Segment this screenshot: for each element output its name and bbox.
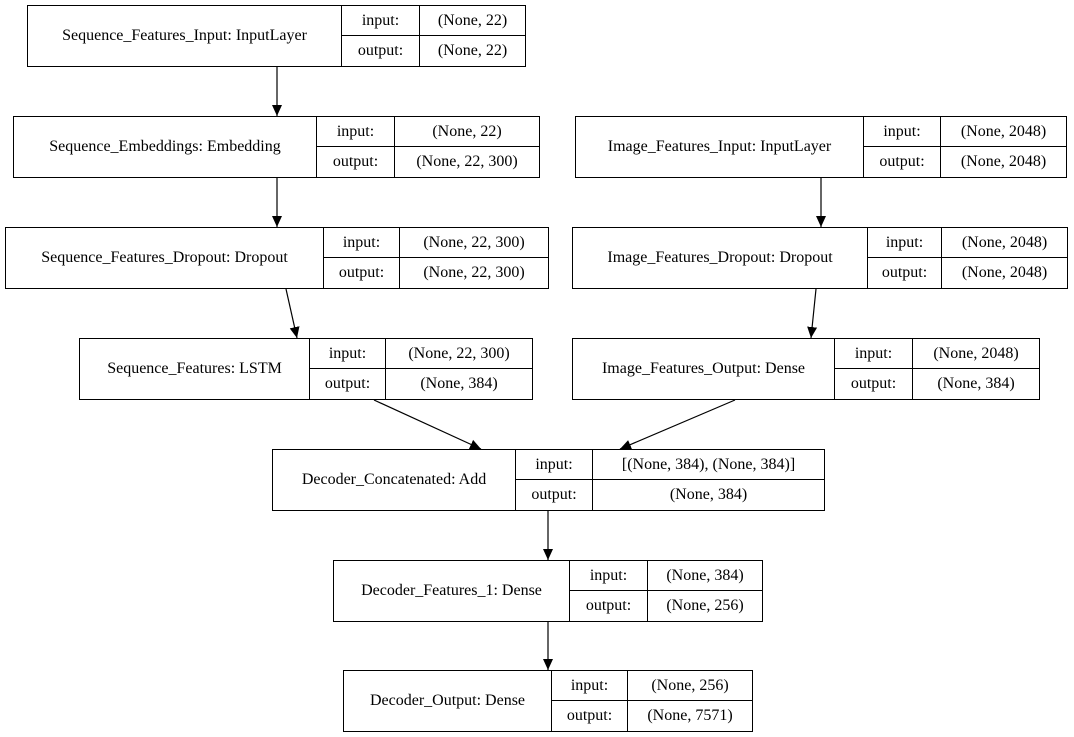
- output-port-label: output:: [585, 597, 632, 614]
- input-port-label: input:: [310, 339, 385, 369]
- edge-arrow-seq-lstm-to-concat: [373, 399, 482, 450]
- port-label-column: input: output:: [552, 671, 628, 731]
- output-shape: (None, 384): [937, 375, 1015, 392]
- shape-column: (None, 22, 300) (None, 384): [386, 339, 532, 399]
- edge-arrow-seq-dropout-to-seq-lstm: [285, 288, 300, 339]
- output-port-label: output:: [881, 264, 928, 281]
- layer-name: Sequence_Features_Dropout: Dropout: [6, 228, 324, 288]
- output-shape: (None, 2048): [961, 264, 1048, 281]
- input-port-label: input:: [835, 339, 912, 369]
- shape-column: (None, 22, 300) (None, 22, 300): [400, 228, 548, 288]
- layer-name: Sequence_Features: LSTM: [80, 339, 310, 399]
- output-shape: (None, 256): [666, 597, 744, 614]
- port-label-column: input: output:: [310, 339, 386, 399]
- shape-column: (None, 2048) (None, 2048): [941, 117, 1066, 177]
- output-port-label: output:: [566, 707, 613, 724]
- shape-column: (None, 256) (None, 7571): [628, 671, 752, 731]
- input-shape: (None, 256): [628, 671, 752, 701]
- output-shape: (None, 2048): [960, 153, 1047, 170]
- port-label-column: input: output:: [342, 6, 420, 66]
- edge-arrow-img-dense-to-concat: [619, 399, 736, 450]
- input-port-label: input:: [324, 228, 399, 258]
- port-label-column: input: output:: [570, 561, 648, 621]
- port-label-column: input: output:: [516, 450, 593, 510]
- input-shape: [(None, 384), (None, 384)]: [593, 450, 824, 480]
- output-shape: (None, 7571): [647, 707, 733, 724]
- output-shape: (None, 22, 300): [416, 153, 518, 170]
- input-port-label: input:: [552, 671, 627, 701]
- port-label-column: input: output:: [324, 228, 400, 288]
- shape-column: [(None, 384), (None, 384)] (None, 384): [593, 450, 824, 510]
- shape-column: (None, 22) (None, 22, 300): [395, 117, 539, 177]
- input-port-label: input:: [864, 117, 940, 147]
- output-port-label: output:: [324, 375, 371, 392]
- input-port-label: input:: [570, 561, 647, 591]
- output-port-label: output:: [850, 375, 897, 392]
- output-port-label: output:: [332, 153, 379, 170]
- port-label-column: input: output:: [835, 339, 913, 399]
- port-label-column: input: output:: [864, 117, 941, 177]
- port-label-column: input: output:: [317, 117, 395, 177]
- edge-arrow-img-dropout-to-img-dense: [807, 288, 818, 339]
- input-shape: (None, 22, 300): [386, 339, 532, 369]
- layer-name: Decoder_Concatenated: Add: [273, 450, 516, 510]
- output-port-label: output:: [357, 42, 404, 59]
- input-shape: (None, 22): [420, 6, 525, 36]
- input-port-label: input:: [342, 6, 419, 36]
- shape-column: (None, 2048) (None, 384): [913, 339, 1039, 399]
- output-shape: (None, 22): [437, 42, 508, 59]
- layer-name: Decoder_Features_1: Dense: [334, 561, 570, 621]
- shape-column: (None, 22) (None, 22): [420, 6, 525, 66]
- input-shape: (None, 2048): [942, 228, 1067, 258]
- input-port-label: input:: [868, 228, 941, 258]
- input-shape: (None, 2048): [941, 117, 1066, 147]
- output-shape: (None, 384): [420, 375, 498, 392]
- input-port-label: input:: [317, 117, 394, 147]
- output-port-label: output:: [338, 264, 385, 281]
- shape-column: (None, 384) (None, 256): [648, 561, 762, 621]
- output-shape: (None, 384): [669, 486, 748, 503]
- layer-name: Sequence_Features_Input: InputLayer: [28, 6, 342, 66]
- output-shape: (None, 22, 300): [423, 264, 525, 281]
- input-shape: (None, 22, 300): [400, 228, 548, 258]
- input-port-label: input:: [516, 450, 592, 480]
- layer-name: Image_Features_Output: Dense: [573, 339, 835, 399]
- layer-name: Decoder_Output: Dense: [344, 671, 552, 731]
- output-port-label: output:: [531, 486, 577, 503]
- input-shape: (None, 384): [648, 561, 762, 591]
- layer-name: Image_Features_Input: InputLayer: [576, 117, 864, 177]
- port-label-column: input: output:: [868, 228, 942, 288]
- shape-column: (None, 2048) (None, 2048): [942, 228, 1067, 288]
- output-port-label: output:: [879, 153, 925, 170]
- layer-name: Sequence_Embeddings: Embedding: [14, 117, 317, 177]
- input-shape: (None, 2048): [913, 339, 1039, 369]
- input-shape: (None, 22): [395, 117, 539, 147]
- layer-name: Image_Features_Dropout: Dropout: [573, 228, 868, 288]
